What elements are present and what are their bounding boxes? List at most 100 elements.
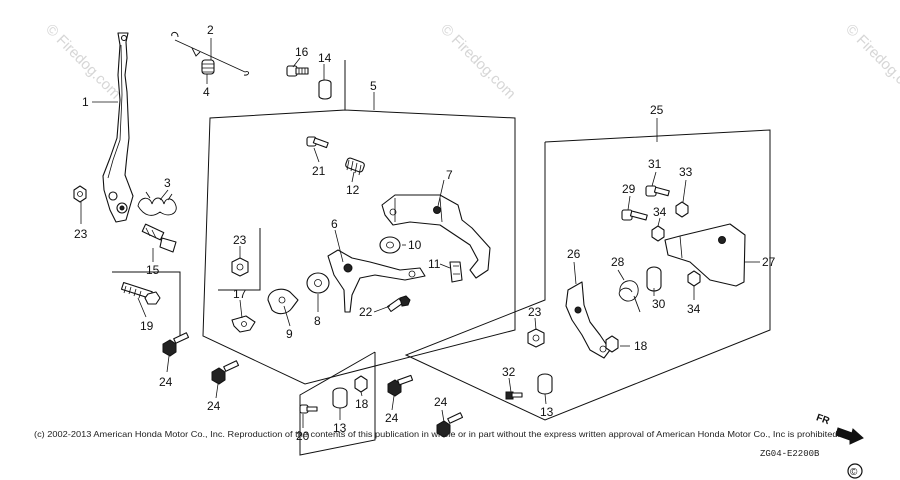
part-32-screw xyxy=(505,391,523,400)
callout-27: 27 xyxy=(762,255,776,269)
part-26-lever xyxy=(565,281,611,359)
part-24-bolt-2 xyxy=(211,360,240,385)
arrow-right-icon xyxy=(835,427,864,445)
callout-21: 21 xyxy=(312,164,326,178)
callout-23: 23 xyxy=(233,233,247,247)
callout-23: 23 xyxy=(528,305,542,319)
part-31-bolt xyxy=(645,185,670,197)
callout-34: 34 xyxy=(687,302,701,316)
leader-lines xyxy=(80,38,760,428)
callout-labels: 1 2 4 3 23 15 19 24 24 16 14 5 21 12 7 6… xyxy=(74,23,776,443)
part-2-rod xyxy=(171,31,250,76)
callout-20: 20 xyxy=(296,429,310,443)
callout-10: 10 xyxy=(408,238,422,252)
part-18-cap-left xyxy=(354,375,368,393)
part-34-nut-upper xyxy=(651,225,665,242)
part-7-bracket xyxy=(381,194,491,279)
part-18-cap-right xyxy=(605,335,619,353)
watermark-text: © Firedog.com xyxy=(437,21,519,103)
callout-5: 5 xyxy=(370,79,377,93)
part-11-clip xyxy=(449,261,463,283)
part-4-spring xyxy=(201,59,215,75)
part-1-lever xyxy=(102,32,134,223)
part-24-bolt-3 xyxy=(387,374,414,397)
part-23-nut-center xyxy=(231,257,249,277)
part-16-screw xyxy=(286,65,309,77)
callout-29: 29 xyxy=(622,182,636,196)
front-direction-indicator: FR xyxy=(815,412,864,445)
part-13-bolt-left xyxy=(332,387,348,409)
part-33-nut xyxy=(675,201,689,218)
part-9-bracket xyxy=(267,288,299,315)
watermark-layer: © Firedog.com © Firedog.com © Firedog.co… xyxy=(42,21,900,103)
callout-33: 33 xyxy=(679,165,693,179)
part-27-bracket xyxy=(664,223,746,287)
callout-34: 34 xyxy=(653,205,667,219)
part-24-bolt-1 xyxy=(162,332,190,357)
callout-31: 31 xyxy=(648,157,662,171)
watermark-text: © Firedog.com xyxy=(42,21,124,103)
callout-12: 12 xyxy=(346,183,360,197)
diagram-code: ZG04-E2200B xyxy=(760,449,820,459)
callout-28: 28 xyxy=(611,255,625,269)
part-23-nut-left xyxy=(73,185,87,203)
callout-1: 1 xyxy=(82,95,89,109)
callout-30: 30 xyxy=(652,297,666,311)
callout-2: 2 xyxy=(207,23,214,37)
callout-23: 23 xyxy=(74,227,88,241)
callout-16: 16 xyxy=(295,45,309,59)
copyright-icon: © xyxy=(847,463,863,479)
part-10-washer xyxy=(379,236,401,254)
part-14-collar xyxy=(318,79,332,100)
part-21-screw xyxy=(306,136,329,149)
callout-15: 15 xyxy=(146,263,160,277)
callout-13: 13 xyxy=(540,405,554,419)
copyright-symbol: © xyxy=(850,467,858,478)
part-30-collar xyxy=(646,266,662,292)
part-19-bolt xyxy=(120,281,161,305)
callout-4: 4 xyxy=(203,85,210,99)
part-28-spring xyxy=(618,280,641,313)
callout-26: 26 xyxy=(567,247,581,261)
callout-11: 11 xyxy=(428,257,441,271)
part-20-screw xyxy=(299,404,318,414)
callout-32: 32 xyxy=(502,365,516,379)
callout-24: 24 xyxy=(207,399,221,413)
part-29-bolt xyxy=(621,209,648,221)
callout-6: 6 xyxy=(331,217,338,231)
part-3-spring xyxy=(137,191,177,216)
callout-7: 7 xyxy=(446,168,453,182)
callout-24: 24 xyxy=(434,395,448,409)
part-13-bolt-right xyxy=(537,373,553,395)
group-outline-13-20 xyxy=(299,351,376,456)
part-8-washer xyxy=(306,272,330,294)
callout-24: 24 xyxy=(385,411,399,425)
part-6-lever xyxy=(327,249,426,313)
part-34-nut-lower xyxy=(687,270,701,287)
group-outline-5 xyxy=(202,60,516,385)
group-outline-25 xyxy=(404,129,771,421)
callout-19: 19 xyxy=(140,319,154,333)
group-outline-19 xyxy=(112,271,181,340)
part-12-spring xyxy=(345,157,365,176)
callout-3: 3 xyxy=(164,176,171,190)
fr-label: FR xyxy=(815,412,832,427)
part-23-nut-right xyxy=(527,328,545,348)
callout-24: 24 xyxy=(159,375,173,389)
callout-14: 14 xyxy=(318,51,332,65)
watermark-text: © Firedog.com xyxy=(842,21,900,103)
callout-13: 13 xyxy=(333,421,347,435)
copyright-notice: (c) 2002-2013 American Honda Motor Co., … xyxy=(34,429,840,439)
callout-17: 17 xyxy=(233,287,247,301)
callout-8: 8 xyxy=(314,314,321,328)
part-15-bolt xyxy=(141,223,177,253)
callout-9: 9 xyxy=(286,327,293,341)
callout-25: 25 xyxy=(650,103,664,117)
callout-18: 18 xyxy=(634,339,648,353)
group-outline-23 xyxy=(218,228,261,291)
callout-18: 18 xyxy=(355,397,369,411)
part-22-screw xyxy=(386,295,411,313)
callout-22: 22 xyxy=(359,305,373,319)
part-17-clip xyxy=(231,315,256,333)
